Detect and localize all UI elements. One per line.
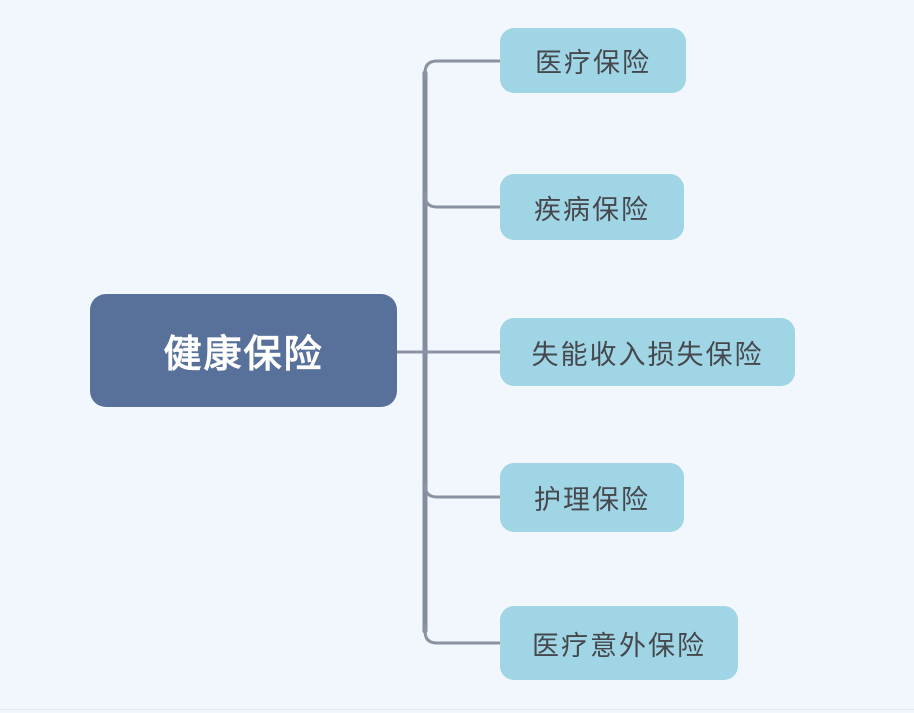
root-node-health-insurance[interactable]: 健康保险 (90, 294, 397, 407)
branch-node-label: 疾病保险 (534, 194, 650, 225)
canvas-bottom-edge (0, 709, 914, 710)
branch-node-label: 失能收入损失保险 (531, 339, 764, 370)
branch-node-medical-accident-insurance[interactable]: 医疗意外保险 (500, 606, 738, 680)
connector-branch-5 (423, 624, 502, 645)
connector-branch-1 (423, 59, 502, 80)
connector-branch-4 (423, 481, 502, 499)
branch-node-disability-income-loss-insurance[interactable]: 失能收入损失保险 (500, 318, 795, 386)
branch-node-label: 医疗保险 (535, 48, 651, 78)
branch-node-label: 护理保险 (534, 485, 650, 515)
branch-node-disease-insurance[interactable]: 疾病保险 (500, 174, 684, 240)
root-node-label: 健康保险 (163, 334, 324, 376)
branch-node-nursing-care-insurance[interactable]: 护理保险 (500, 463, 684, 532)
branch-node-medical-insurance[interactable]: 医疗保险 (500, 28, 686, 93)
branch-node-label: 医疗意外保险 (532, 630, 706, 661)
connector-branch-2 (423, 191, 502, 209)
